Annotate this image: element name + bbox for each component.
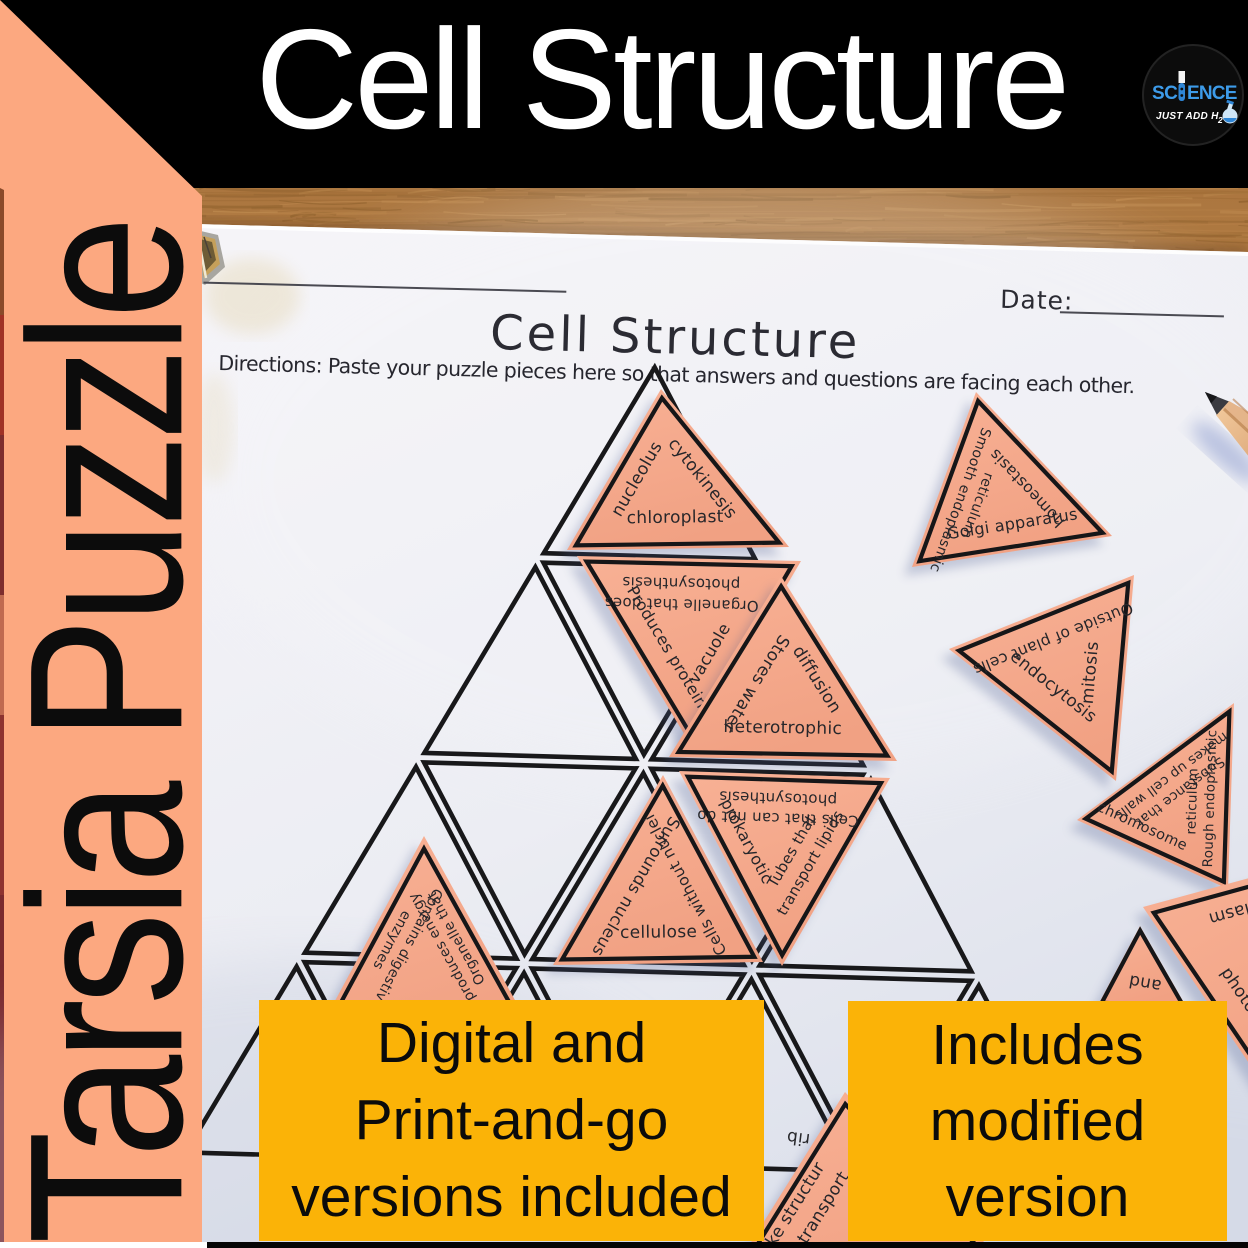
piece-shape [949, 575, 1134, 781]
badge-line: modified [929, 1089, 1146, 1153]
piece-shape [1098, 926, 1187, 1008]
piece-shape [1077, 703, 1234, 889]
piece-label: cellulose [620, 922, 697, 943]
piece-label: Organelle that does [604, 594, 759, 615]
sidebar-ribbon: Tarsia Puzzle [0, 0, 202, 1243]
date-label: Date: [1000, 285, 1074, 316]
title-banner: Cell Structure SC ENCE JUST ADD H 2 [0, 0, 1248, 188]
logo-word-start: SC [1152, 83, 1178, 104]
badge-modified-version: Includes modified version [848, 1001, 1227, 1241]
badge-digital-print: Digital and Print-and-go versions includ… [259, 1000, 764, 1241]
piece-label: Rough endoplasmic [1200, 729, 1220, 867]
piece-shape [669, 576, 897, 761]
piece-shape [679, 771, 890, 966]
test-tube-icon [1178, 71, 1185, 101]
flask-icon [1222, 99, 1238, 124]
name-line [203, 281, 567, 293]
piece-label: reticulum [1183, 768, 1201, 835]
logo-tagline: JUST ADD H [1156, 111, 1219, 122]
piece-label: chloroplast [627, 507, 724, 528]
piece-shape [553, 775, 763, 965]
piece-label: photosynthesis [622, 573, 740, 594]
piece-label: Cells that can not do [697, 807, 859, 830]
piece-label: rib [786, 1127, 812, 1150]
pencil [1192, 392, 1248, 483]
brand-logo: SC ENCE JUST ADD H 2 [1142, 44, 1244, 146]
piece-shape [912, 392, 1112, 567]
bottom-black-strip [207, 1242, 1248, 1248]
badge-line: versions included [291, 1165, 732, 1229]
logo-tagline-sub: 2 [1217, 115, 1223, 125]
badge-line: Includes [931, 1013, 1144, 1077]
piece-label: photosynthesis [719, 787, 838, 809]
paper-stain [194, 373, 234, 483]
piece-shape [567, 389, 789, 550]
paper-stain [204, 258, 300, 334]
worksheet-title: Cell Structure [489, 305, 861, 370]
puzzle-piece-J: and [1090, 926, 1187, 1017]
bottom-white-strip [0, 1242, 207, 1248]
date-line [1059, 311, 1224, 318]
badge-line: Print-and-go [354, 1088, 669, 1152]
piece-shape [577, 556, 801, 747]
badge-line: Digital and [376, 1011, 647, 1075]
sidebar-label: Tarsia Puzzle [0, 221, 229, 1244]
badge-line: version [945, 1165, 1130, 1229]
piece-label: heterotrophic [723, 717, 842, 739]
product-title: Cell Structure [255, 0, 1070, 159]
logo-word-end: ENCE [1187, 83, 1237, 104]
